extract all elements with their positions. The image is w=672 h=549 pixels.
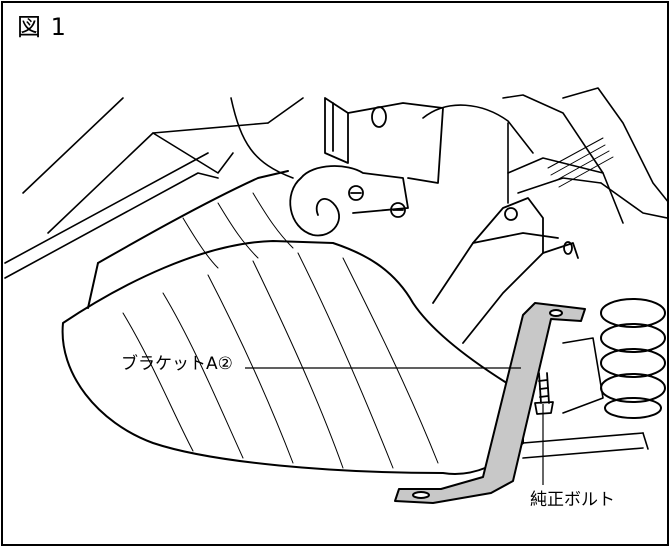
bolt	[534, 372, 554, 415]
technical-illustration	[4, 87, 667, 504]
chassis-outline	[4, 97, 304, 279]
skid-plate-ribs	[122, 192, 439, 469]
body-panel	[422, 87, 667, 224]
leader-lines	[245, 367, 544, 485]
tow-hook	[289, 165, 409, 237]
bracket-a	[394, 302, 586, 504]
mount-plate	[324, 97, 444, 184]
support-beam	[432, 197, 579, 344]
bracket-callout: ブラケットA②	[121, 354, 233, 374]
figure-label: 図 1	[17, 13, 67, 41]
body-hatching	[547, 137, 614, 188]
coil-spring	[600, 298, 666, 419]
bolt-callout: 純正ボルト	[530, 490, 615, 510]
